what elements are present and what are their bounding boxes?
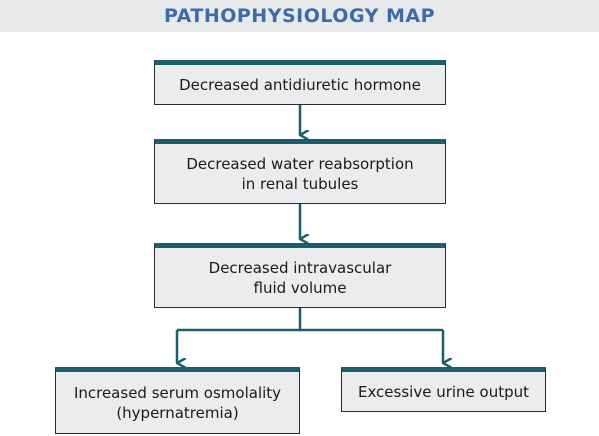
node-increased-serum-osmolality: Increased serum osmolality (hypernatremi… [55, 367, 300, 434]
node-label: Excessive urine output [357, 382, 530, 401]
page-title: PATHOPHYSIOLOGY MAP [163, 5, 436, 27]
node-decreased-intravascular-volume: Decreased intravascular fluid volume [154, 243, 446, 308]
title-band: PATHOPHYSIOLOGY MAP [0, 0, 599, 32]
node-label: Decreased water reabsorption in renal tu… [186, 154, 414, 193]
node-decreased-water-reabsorption: Decreased water reabsorption in renal tu… [154, 139, 446, 204]
node-decreased-adh: Decreased antidiuretic hormone [154, 60, 446, 105]
node-label: Increased serum osmolality (hypernatremi… [73, 383, 282, 422]
node-label: Decreased intravascular fluid volume [208, 258, 392, 297]
node-excessive-urine-output: Excessive urine output [341, 367, 546, 412]
node-label: Decreased antidiuretic hormone [179, 75, 421, 94]
